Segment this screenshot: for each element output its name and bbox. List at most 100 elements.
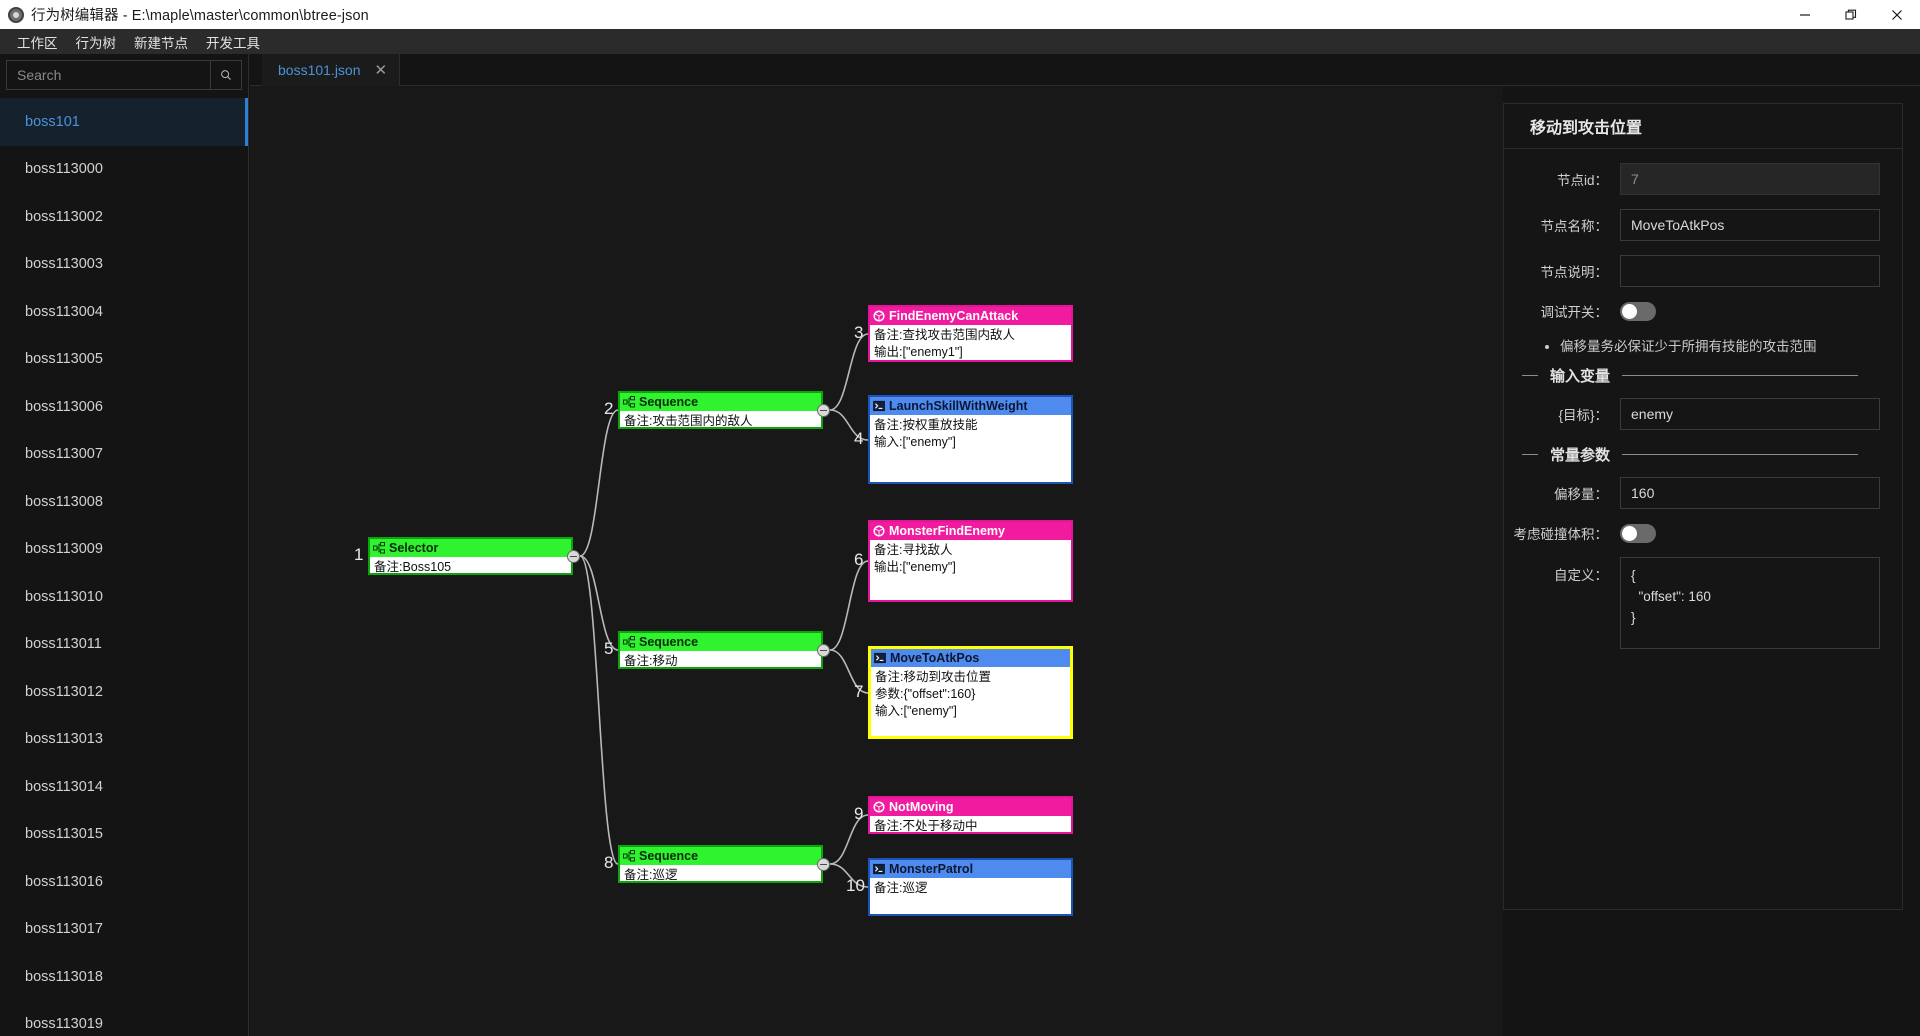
menu-item-workspace[interactable]: 工作区 [17,35,58,51]
field-collision: 考虑碰撞体积： [1504,523,1880,543]
minimize-button[interactable] [1782,0,1828,29]
close-icon[interactable]: ✕ [374,61,388,79]
properties-body: 节点id： 节点名称： 节点说明： 调试开关： 偏移量务必保证少于所拥有技能的攻… [1504,149,1902,649]
sidebar-item-label: boss113015 [25,826,103,843]
collision-toggle[interactable] [1620,523,1656,543]
sidebar-item-label: boss113014 [25,778,103,795]
sidebar-item-boss113007[interactable]: boss113007 [0,431,248,479]
sidebar-item-label: boss113018 [25,968,103,985]
node-collapse-port[interactable] [817,644,830,657]
sidebar-item-boss101[interactable]: boss101 [0,98,248,146]
debug-switch-toggle[interactable] [1620,301,1656,321]
tab-label: boss101.json [278,62,361,78]
node-desc-label: 节点说明： [1540,265,1609,280]
collapse-dash-icon[interactable] [1522,375,1538,376]
tab-bar: boss101.json ✕ [250,54,1920,86]
sidebar-item-boss113018[interactable]: boss113018 [0,953,248,1001]
node-collapse-port[interactable] [817,858,830,871]
node-body: 备注:Boss105 [370,557,571,579]
node-detail-row: 输出:["enemy"] [874,559,956,574]
menu-item-new-node[interactable]: 新建节点 [134,35,188,51]
node-id-input[interactable] [1620,163,1880,195]
collision-label: 考虑碰撞体积： [1513,527,1609,542]
sidebar-item-boss113005[interactable]: boss113005 [0,336,248,384]
properties-header: 移动到攻击位置 [1504,104,1902,149]
sidebar-item-boss113013[interactable]: boss113013 [0,716,248,764]
input-target-input[interactable] [1620,398,1880,430]
sidebar-item-boss113017[interactable]: boss113017 [0,906,248,954]
node-detail-row: 输出:["enemy1"] [874,344,963,359]
menu-item-dev-tools[interactable]: 开发工具 [206,35,260,51]
field-node-id: 节点id： [1504,163,1880,195]
action-icon [873,400,885,412]
sidebar-item-boss113008[interactable]: boss113008 [0,478,248,526]
node-name-input[interactable] [1620,209,1880,241]
field-offset: 偏移量： [1504,477,1880,509]
close-button[interactable] [1874,0,1920,29]
sidebar-item-boss113011[interactable]: boss113011 [0,621,248,669]
node-index-label: 4 [854,428,864,448]
sidebar-item-label: boss113011 [25,636,102,653]
search-button[interactable] [210,60,242,90]
node-detail-row: 输入:["enemy"] [874,434,956,449]
sidebar-item-boss113014[interactable]: boss113014 [0,763,248,811]
custom-json-textarea[interactable]: { "offset": 160 } [1620,557,1880,649]
sidebar-item-label: boss113016 [25,873,103,890]
node-collapse-port[interactable] [567,550,580,563]
app-logo-icon [8,6,24,23]
sidebar-item-boss113016[interactable]: boss113016 [0,858,248,906]
sidebar-item-boss113010[interactable]: boss113010 [0,573,248,621]
node-collapse-port[interactable] [817,404,830,417]
search-input[interactable] [6,60,210,90]
notes-list: 偏移量务必保证少于所拥有技能的攻击范围 [1534,335,1880,355]
node-desc-input[interactable] [1620,255,1880,287]
sidebar-item-label: boss113010 [25,588,103,605]
sidebar-item-boss113003[interactable]: boss113003 [0,241,248,289]
sidebar-item-label: boss113017 [25,921,103,938]
tab-boss101-json[interactable]: boss101.json ✕ [262,54,401,86]
input-target-label: {目标}： [1558,408,1608,423]
condition-icon [873,525,885,537]
sidebar-item-boss113000[interactable]: boss113000 [0,146,248,194]
node-title: Sequence [639,849,699,863]
node-detail-row: 备注:移动到攻击位置 [875,670,991,684]
section-rule [1622,454,1858,455]
maximize-button[interactable] [1828,0,1874,29]
collapse-dash-icon[interactable] [1522,454,1538,455]
sidebar-item-boss113004[interactable]: boss113004 [0,288,248,336]
sidebar-item-boss113002[interactable]: boss113002 [0,193,248,241]
node-index-label: 3 [854,322,864,342]
node-index-label: 2 [604,399,614,418]
offset-input[interactable] [1620,477,1880,509]
node-detail-row: 输入:["enemy"] [875,703,957,718]
sidebar-item-boss113015[interactable]: boss113015 [0,811,248,859]
sidebar-item-boss113019[interactable]: boss113019 [0,1001,248,1036]
node-body: 备注:查找攻击范围内敌人输出:["enemy1"] [870,325,1071,364]
sidebar-item-label: boss113009 [25,541,103,558]
sidebar-item-boss113006[interactable]: boss113006 [0,383,248,431]
sidebar-item-label: boss113019 [25,1016,103,1033]
node-detail-row: 备注:攻击范围内的敌人 [624,414,753,428]
node-title: Selector [389,541,439,555]
composite-icon [373,542,385,554]
node-header: MonsterPatrol [870,860,1071,878]
sidebar-item-boss113012[interactable]: boss113012 [0,668,248,716]
note-item: 偏移量务必保证少于所拥有技能的攻击范围 [1560,335,1880,355]
menu-item-behavior-tree[interactable]: 行为树 [75,35,117,51]
offset-label: 偏移量： [1554,487,1608,502]
composite-icon [623,636,635,648]
node-body: 备注:巡逻 [620,865,821,887]
menu-bar: 工作区 行为树 新建节点 开发工具 [0,29,1920,54]
sidebar-item-boss113009[interactable]: boss113009 [0,526,248,574]
